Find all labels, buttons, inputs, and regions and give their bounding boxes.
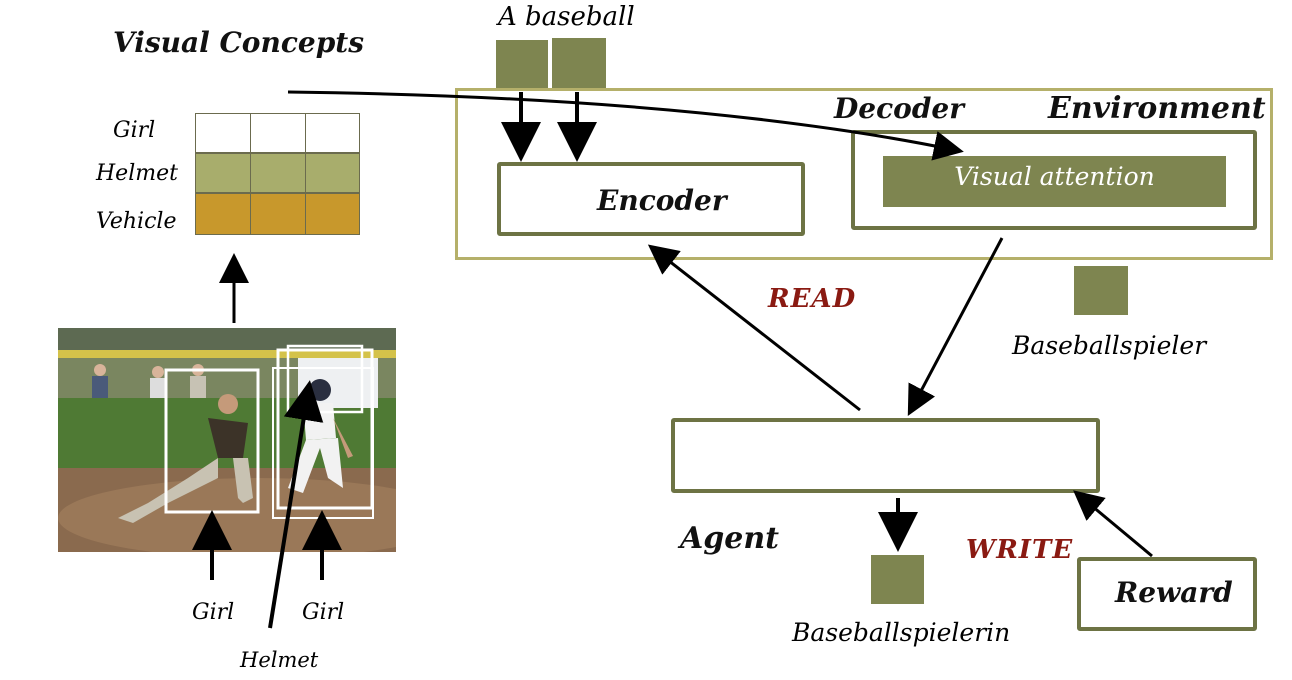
agent-output-word: Baseballspielerin [792, 618, 1011, 647]
input-token-a [496, 40, 548, 89]
arrow-agent-to-encoder [647, 244, 861, 412]
read-action-label: READ [768, 284, 857, 314]
environment-title: Environment [1048, 91, 1266, 126]
grid-line [250, 113, 251, 235]
input-words: A baseball [498, 2, 635, 32]
agent-output-token [871, 555, 924, 604]
photo-label-helmet: Helmet [240, 648, 319, 672]
arrow-decoder-to-agent [907, 237, 1004, 416]
arrow-concepts-to-attention [287, 90, 964, 161]
grid-line [305, 113, 306, 235]
decoder-output-word: Baseballspieler [1012, 331, 1207, 360]
visual-concepts-title: Visual Concepts [113, 26, 364, 59]
concept-row-vehicle [195, 193, 360, 235]
photo-label-girl-right: Girl [302, 600, 345, 625]
encoder-box [497, 162, 805, 236]
arrow-helmet [268, 380, 324, 629]
decoder-title: Decoder [834, 92, 964, 125]
reward-box [1077, 557, 1257, 631]
write-action-label: WRITE [966, 535, 1074, 565]
concept-grid [195, 113, 360, 235]
reward-label: Reward [1115, 576, 1233, 609]
encoder-label: Encoder [597, 184, 727, 217]
environment-box [455, 88, 1273, 260]
photo-label-girl-left: Girl [192, 600, 235, 625]
concept-row-girl [195, 113, 360, 153]
decoder-output-token [1074, 266, 1128, 315]
decoder-box [851, 130, 1257, 230]
visual-attention-block [883, 156, 1226, 207]
concept-row-helmet [195, 153, 360, 193]
agent-label: Agent [680, 521, 780, 556]
arrow-reward-to-agent [1073, 490, 1153, 558]
visual-attention-label: Visual attention [954, 162, 1155, 191]
input-token-baseball [552, 38, 606, 89]
agent-box [671, 418, 1100, 493]
concept-label-girl: Girl [113, 118, 156, 143]
concept-label-vehicle: Vehicle [96, 209, 177, 234]
concept-label-helmet: Helmet [96, 161, 178, 186]
